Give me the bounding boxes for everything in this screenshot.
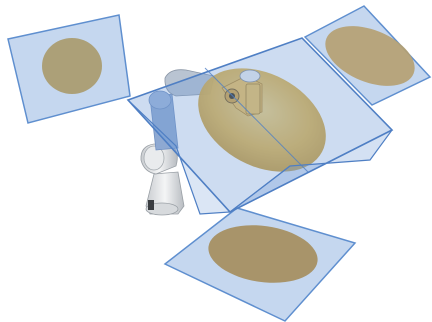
- top-right-projection-plane: [303, 5, 432, 106]
- robot-gripper: [221, 69, 263, 117]
- box-bottom-edge: [229, 165, 291, 213]
- projection-ellipse: [208, 225, 318, 283]
- box-left-face: [127, 99, 232, 215]
- left-projection-plane: [7, 14, 131, 124]
- robot-joint-center: [229, 93, 235, 99]
- box-inner-edge: [204, 67, 309, 173]
- robot-elbow: [148, 90, 172, 110]
- robot-flange: [239, 69, 261, 83]
- projection-ellipse: [42, 38, 102, 94]
- robot-arm: [140, 69, 215, 216]
- robot-base-connector: [148, 200, 154, 210]
- robot-hand: [245, 83, 261, 115]
- bottom-projection-plane: [163, 207, 357, 322]
- robot-shoulder-cap: [143, 145, 165, 171]
- projection-ellipse: [325, 26, 415, 86]
- bounding-box: [126, 37, 394, 215]
